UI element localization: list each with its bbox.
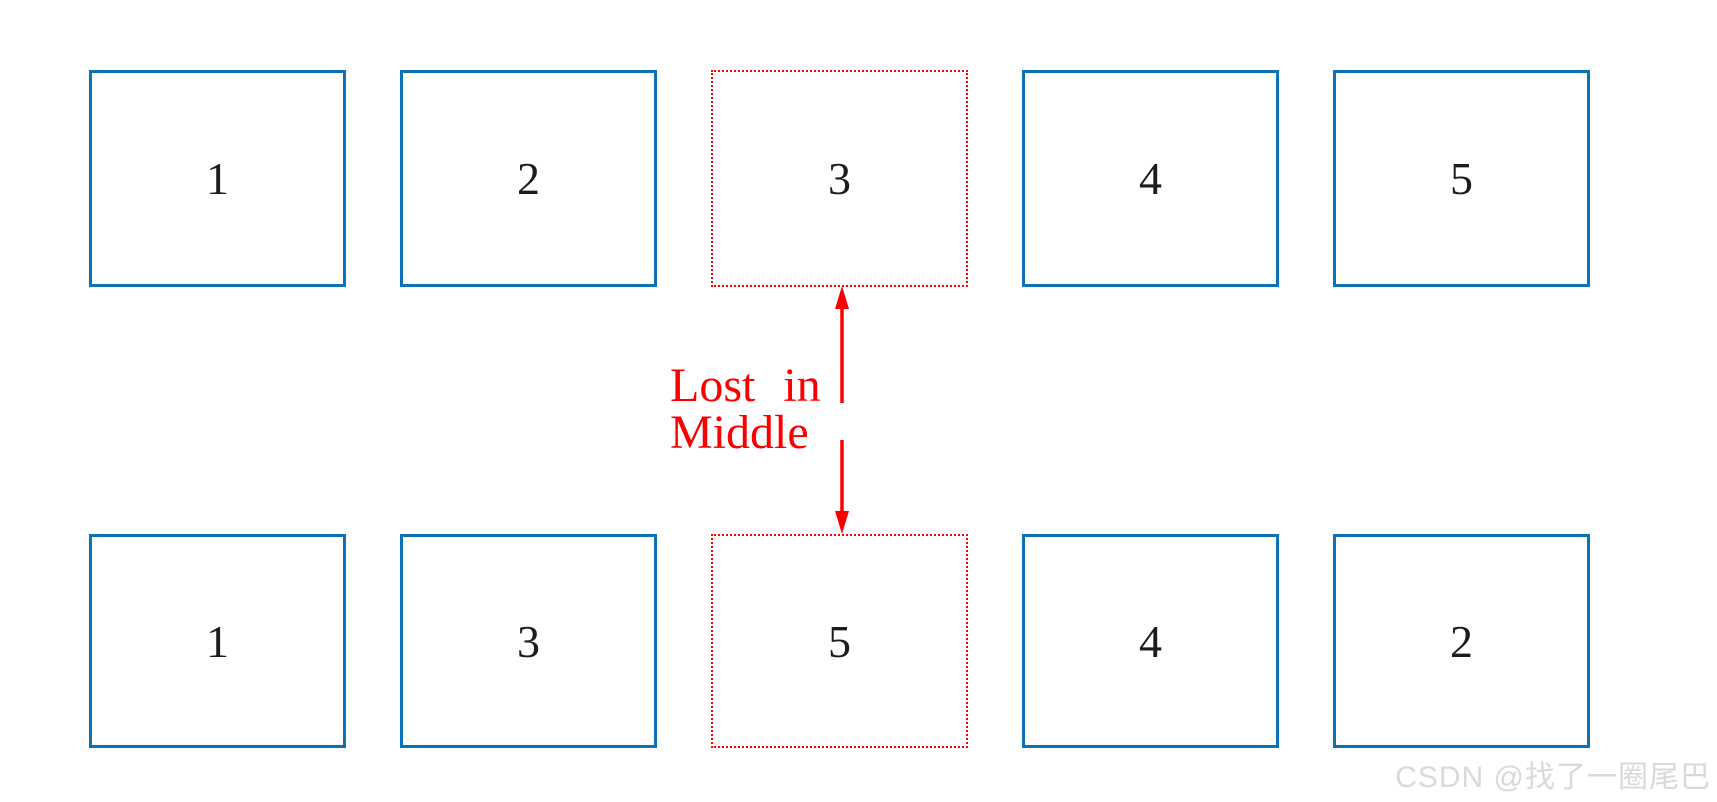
- top-box-1: 1: [89, 70, 346, 287]
- box-label: 3: [517, 615, 540, 667]
- bottom-box-5: 2: [1333, 534, 1590, 748]
- box-label: 5: [828, 615, 851, 667]
- box-label: 5: [1450, 153, 1473, 204]
- box-label: 4: [1139, 153, 1162, 204]
- box-label: 1: [206, 615, 229, 667]
- double-arrow-icon: [835, 286, 849, 534]
- lost-in-middle-label: Lost in Middle: [670, 359, 821, 459]
- csdn-watermark: CSDN @找了一圈尾巴: [1395, 761, 1711, 794]
- bottom-box-4: 4: [1022, 534, 1279, 748]
- top-box-2: 2: [400, 70, 657, 287]
- top-row: 1 2 3 4 5: [89, 70, 1590, 287]
- box-label: 2: [1450, 615, 1473, 667]
- top-box-4: 4: [1022, 70, 1279, 287]
- box-label: 4: [1139, 615, 1162, 667]
- top-box-3-highlighted: 3: [711, 70, 968, 287]
- bottom-row: 1 3 5 4 2: [89, 534, 1590, 748]
- bottom-box-1: 1: [89, 534, 346, 748]
- lost-in-middle-label-line1: Lost in: [670, 359, 821, 412]
- lost-in-middle-label-line2: Middle: [670, 406, 809, 459]
- box-label: 2: [517, 153, 540, 204]
- box-label: 1: [206, 153, 229, 204]
- box-label: 3: [828, 153, 851, 204]
- bottom-box-3-highlighted: 5: [711, 534, 968, 748]
- bottom-box-2: 3: [400, 534, 657, 748]
- top-box-5: 5: [1333, 70, 1590, 287]
